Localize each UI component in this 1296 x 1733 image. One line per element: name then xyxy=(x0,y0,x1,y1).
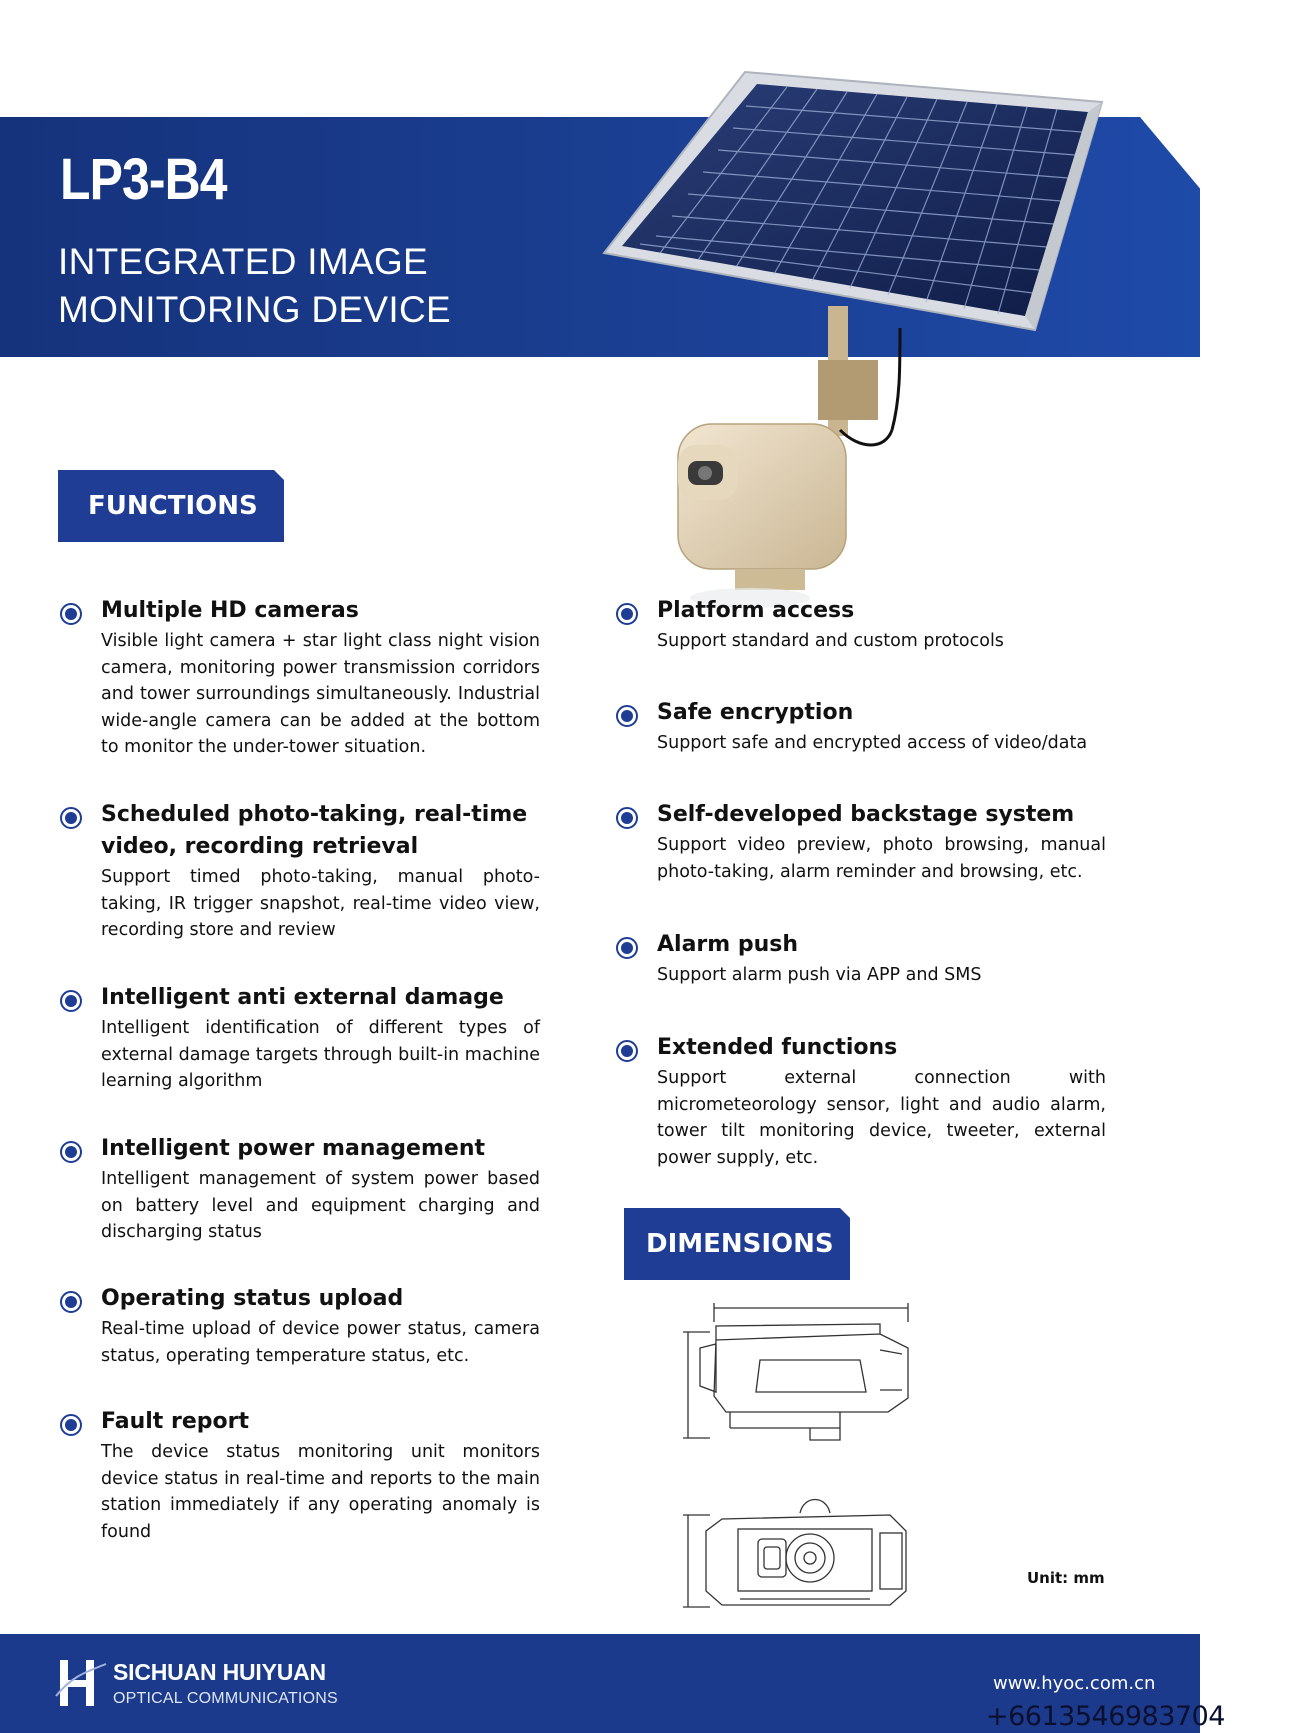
feature-self-developed-backstage-system: Self-developed backstage system Support … xyxy=(616,799,1106,885)
feature-description: Support video preview, photo browsing, m… xyxy=(657,835,1106,882)
company-name: SICHUAN HUIYUAN xyxy=(113,1659,326,1685)
feature-title: Scheduled photo-taking, real-time video,… xyxy=(101,802,528,859)
feature-fault-report: Fault report The device status monitorin… xyxy=(60,1406,540,1545)
functions-heading: FUNCTIONS xyxy=(58,470,284,542)
feature-title: Extended functions xyxy=(657,1035,898,1060)
phone-number: +6613546983704 xyxy=(986,1701,1225,1732)
feature-operating-status-upload: Operating status upload Real-time upload… xyxy=(60,1283,540,1369)
feature-title: Platform access xyxy=(657,598,855,623)
feature-description: Support timed photo-taking, manual photo… xyxy=(101,867,540,940)
unit-label: Unit: mm xyxy=(1027,1569,1105,1587)
bullet-icon xyxy=(60,1414,82,1436)
bullet-icon xyxy=(616,807,638,829)
company-division: OPTICAL COMMUNICATIONS xyxy=(113,1690,338,1707)
company-logo-icon xyxy=(55,1660,107,1706)
product-subtitle: INTEGRATED IMAGE MONITORING DEVICE xyxy=(58,238,451,334)
feature-title: Self-developed backstage system xyxy=(657,802,1075,827)
feature-title: Intelligent power management xyxy=(101,1136,486,1161)
bullet-icon xyxy=(60,990,82,1012)
feature-description: Visible light camera + star light class … xyxy=(101,631,540,757)
feature-platform-access: Platform access Support standard and cus… xyxy=(616,595,1106,655)
bullet-icon xyxy=(60,603,82,625)
feature-title: Safe encryption xyxy=(657,700,854,725)
website-link[interactable]: www.hyoc.com.cn xyxy=(993,1673,1156,1694)
feature-multiple-hd-cameras: Multiple HD cameras Visible light camera… xyxy=(60,595,540,761)
feature-description: The device status monitoring unit monito… xyxy=(101,1442,540,1542)
subtitle-line-1: INTEGRATED IMAGE xyxy=(58,241,429,282)
feature-description: Support external connection with microme… xyxy=(657,1068,1106,1168)
feature-title: Alarm push xyxy=(657,932,799,957)
feature-intelligent-anti-external-damage: Intelligent anti external damage Intelli… xyxy=(60,982,540,1095)
feature-description: Real-time upload of device power status,… xyxy=(101,1319,540,1366)
feature-scheduled-photo-taking: Scheduled photo-taking, real-time video,… xyxy=(60,799,540,944)
feature-extended-functions: Extended functions Support external conn… xyxy=(616,1032,1106,1171)
feature-title: Operating status upload xyxy=(101,1286,404,1311)
bullet-icon xyxy=(60,1141,82,1163)
product-model: LP3-B4 xyxy=(60,147,228,212)
bullet-icon xyxy=(616,1040,638,1062)
bullet-icon xyxy=(60,1291,82,1313)
bullet-icon xyxy=(616,603,638,625)
bullet-icon xyxy=(60,807,82,829)
feature-title: Multiple HD cameras xyxy=(101,598,359,623)
feature-safe-encryption: Safe encryption Support safe and encrypt… xyxy=(616,697,1106,757)
feature-description: Support safe and encrypted access of vid… xyxy=(657,733,1088,753)
feature-title: Intelligent anti external damage xyxy=(101,985,504,1010)
bullet-icon xyxy=(616,937,638,959)
feature-alarm-push: Alarm push Support alarm push via APP an… xyxy=(616,929,1106,989)
side-view-drawing xyxy=(683,1303,909,1441)
footer-band xyxy=(0,1634,1200,1733)
subtitle-line-2: MONITORING DEVICE xyxy=(58,289,451,330)
feature-title: Fault report xyxy=(101,1409,249,1434)
dimensions-heading: DIMENSIONS xyxy=(624,1208,850,1280)
top-view-drawing xyxy=(683,1498,907,1608)
feature-description: Support alarm push via APP and SMS xyxy=(657,965,982,985)
feature-description: Intelligent management of system power b… xyxy=(101,1169,540,1242)
feature-description: Intelligent identification of different … xyxy=(101,1018,540,1091)
feature-intelligent-power-management: Intelligent power management Intelligent… xyxy=(60,1133,540,1246)
feature-description: Support standard and custom protocols xyxy=(657,631,1004,651)
bullet-icon xyxy=(616,705,638,727)
product-image xyxy=(602,70,1104,608)
